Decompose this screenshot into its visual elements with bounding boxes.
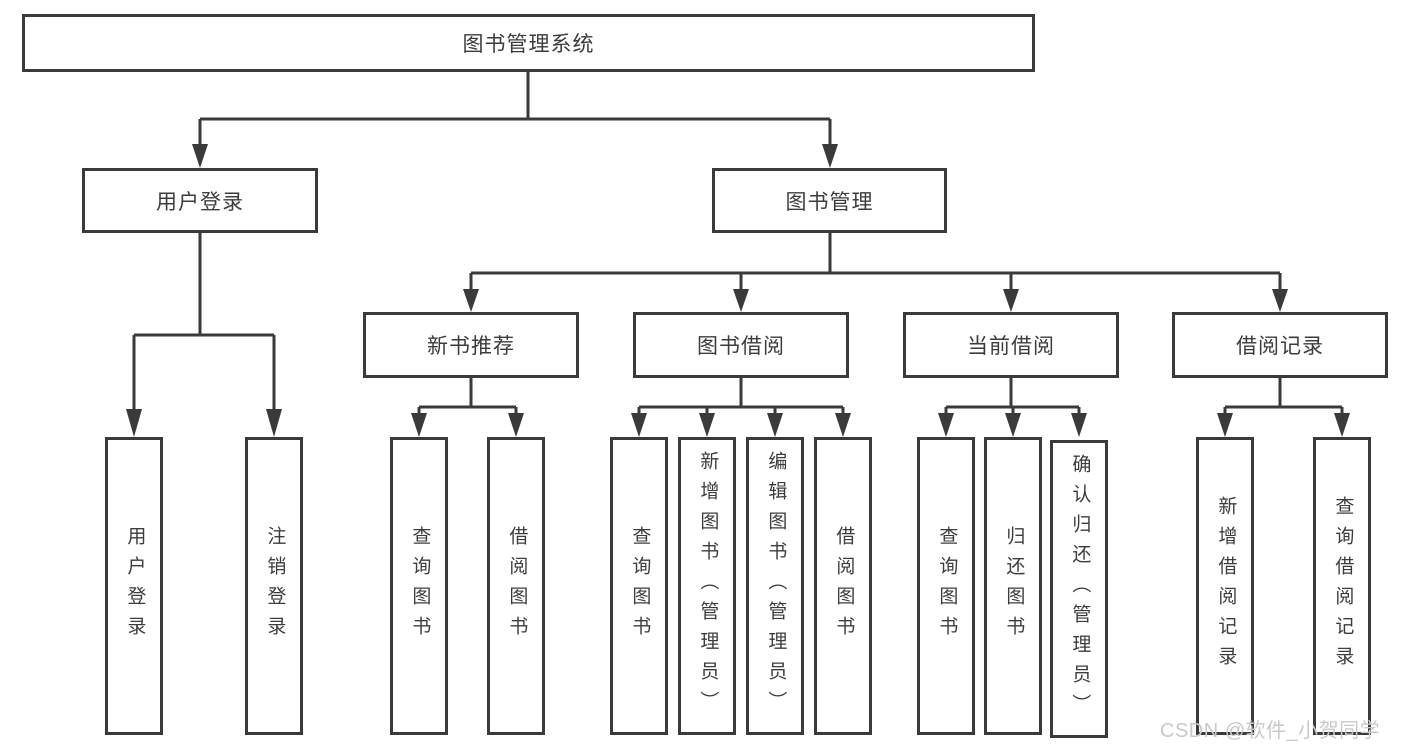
node-leaf-bb-borrow-book: 借阅图书: [814, 437, 872, 735]
node-borrow-record: 借阅记录: [1172, 312, 1388, 378]
node-leaf-user-login: 用户登录: [105, 437, 163, 735]
connector-new-book-rec-children: [411, 378, 524, 437]
node-leaf-bb-edit-book-admin: 编辑图书（管理员）: [746, 437, 804, 735]
node-root-system: 图书管理系统: [22, 14, 1035, 72]
connector-current-borrow-children: [938, 378, 1087, 437]
node-leaf-cb-confirm-return-admin: 确认归还（管理员）: [1050, 440, 1108, 738]
node-leaf-br-add-record: 新增借阅记录: [1196, 437, 1254, 735]
connector-user-login-children: [126, 233, 282, 437]
node-current-borrow: 当前借阅: [903, 312, 1119, 378]
node-new-book-rec: 新书推荐: [363, 312, 579, 378]
node-leaf-rec-query-book: 查询图书: [390, 437, 448, 735]
node-leaf-bb-query-book: 查询图书: [610, 437, 668, 735]
node-book-borrow: 图书借阅: [633, 312, 849, 378]
node-leaf-bb-add-book-admin: 新增图书（管理员）: [678, 437, 736, 735]
node-leaf-rec-borrow-book: 借阅图书: [487, 437, 545, 735]
node-leaf-logout: 注销登录: [245, 437, 303, 735]
csdn-watermark: CSDN @软件_小贺同学: [1160, 720, 1381, 742]
node-leaf-br-query-record: 查询借阅记录: [1313, 437, 1371, 735]
node-user-login: 用户登录: [82, 168, 318, 233]
node-leaf-cb-query-book: 查询图书: [917, 437, 975, 735]
node-leaf-cb-return-book: 归还图书: [984, 437, 1042, 735]
connector-book-borrow-children: [631, 378, 851, 437]
connector-book-mgmt-to-level3: [463, 233, 1288, 312]
connector-borrow-record-children: [1217, 378, 1350, 437]
connector-root-to-level2: [192, 72, 838, 168]
node-book-mgmt: 图书管理: [712, 168, 947, 233]
